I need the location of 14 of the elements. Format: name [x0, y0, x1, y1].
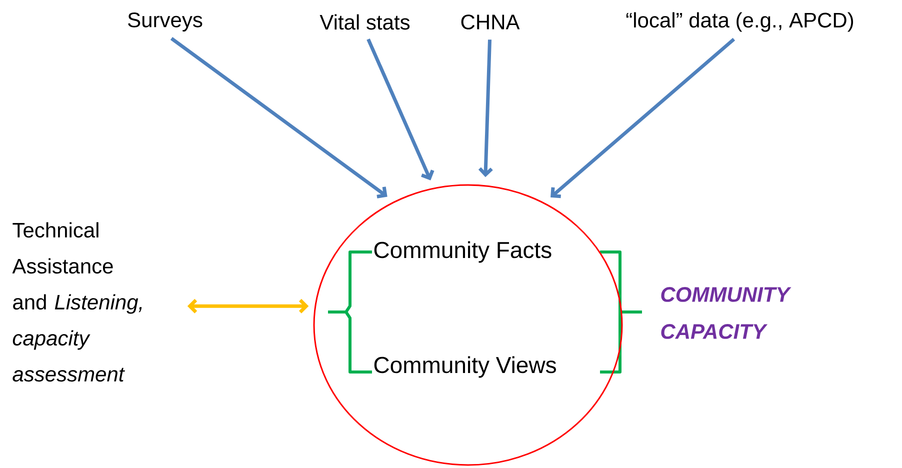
item-label: Community Views	[374, 356, 556, 378]
side-text: Technical Assistance and Listening, capacity assessment	[12, 222, 142, 382]
source-label: CHNA	[461, 14, 520, 30]
arrow	[478, 40, 493, 178]
item-label: Community Facts	[374, 241, 552, 263]
ellipse	[313, 184, 623, 466]
source-label: Vital stats	[320, 14, 410, 30]
arrow	[187, 298, 309, 314]
result-label: COMMUNITY CAPACITY	[661, 287, 792, 339]
arrow	[550, 38, 736, 198]
source-label: Surveys	[128, 12, 202, 32]
arrow	[366, 38, 434, 180]
arrow	[170, 37, 388, 198]
source-label: “local” data (e.g., APCD)	[626, 12, 854, 32]
